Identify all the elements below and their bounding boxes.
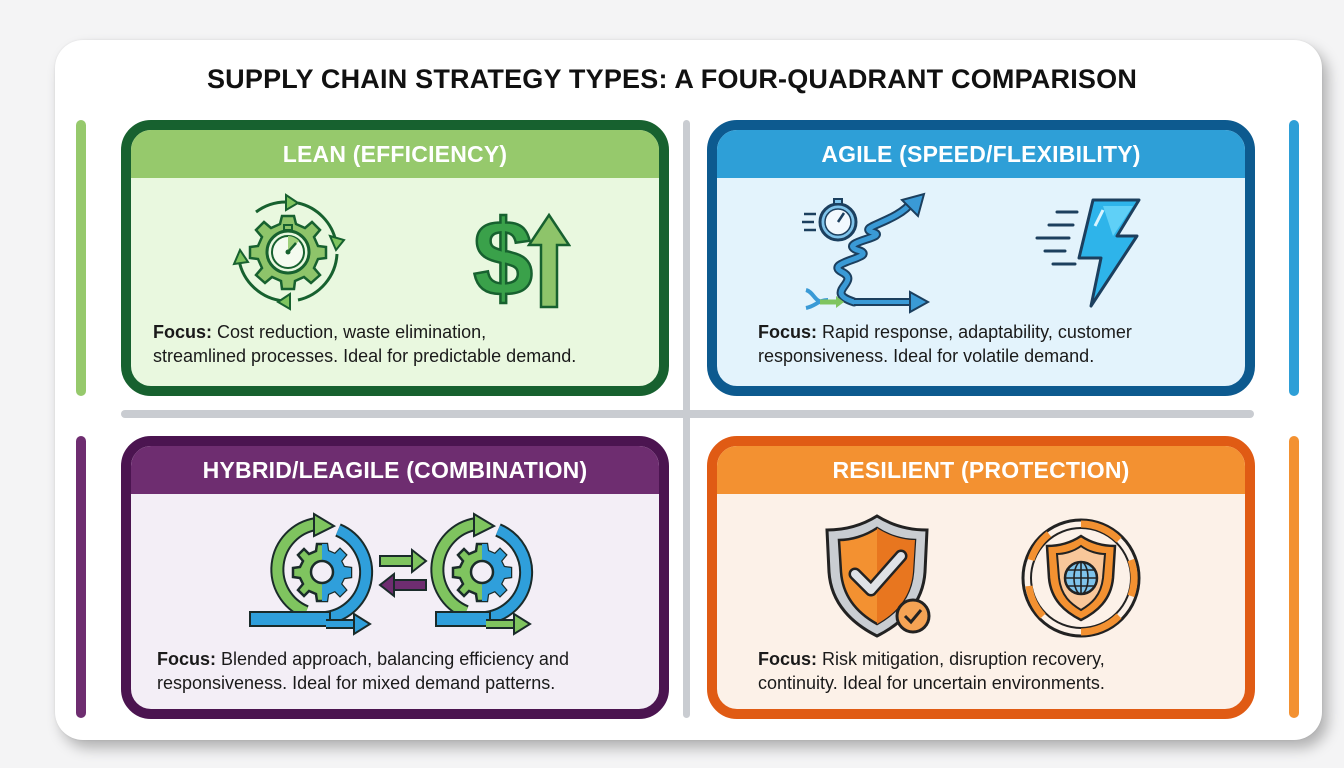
vertical-divider — [683, 120, 690, 718]
quadrant-header: LEAN (EFFICIENCY) — [131, 130, 659, 178]
quadrant-header: AGILE (SPEED/FLEXIBILITY) — [717, 130, 1245, 178]
horizontal-divider — [121, 410, 1254, 418]
lean-accent-bar — [76, 120, 86, 396]
focus-description: Focus: Cost reduction, waste elimination… — [153, 322, 577, 366]
focus-label: Focus: — [153, 322, 213, 342]
quadrant-hybrid: HYBRID/LEAGILE (COMBINATION) — [121, 436, 669, 719]
hybrid-accent-bar — [76, 436, 86, 718]
quadrant-title: RESILIENT (PROTECTION) — [832, 456, 1130, 483]
gear-stopwatch-cycle-icon — [232, 193, 346, 311]
dollar-up-arrow-icon: $ — [472, 196, 571, 315]
hybrid-cycle-icons — [249, 512, 534, 636]
quadrant-lean: LEAN (EFFICIENCY) $ Focus: Cost reductio… — [121, 120, 669, 396]
svg-text:$: $ — [473, 197, 533, 315]
quadrant-agile: AGILE (SPEED/FLEXIBILITY) Focus — [707, 120, 1255, 396]
resilient-accent-bar — [1289, 436, 1299, 718]
stopwatch-spiral-arrow-icon — [802, 192, 931, 314]
quadrant-title: LEAN (EFFICIENCY) — [282, 140, 508, 167]
focus-label: Focus: — [758, 322, 818, 342]
quadrant-header: HYBRID/LEAGILE (COMBINATION) — [131, 446, 659, 494]
focus-label: Focus: — [758, 649, 818, 669]
focus-description: Focus: Rapid response, adaptability, cus… — [758, 322, 1132, 366]
quadrant-title: AGILE (SPEED/FLEXIBILITY) — [821, 140, 1141, 167]
focus-description: Focus: Blended approach, balancing effic… — [157, 649, 569, 693]
focus-label: Focus: — [157, 649, 217, 669]
agile-accent-bar — [1289, 120, 1299, 396]
shield-globe-ring-icon — [1021, 518, 1141, 638]
quadrant-header: RESILIENT (PROTECTION) — [717, 446, 1245, 494]
page-title: SUPPLY CHAIN STRATEGY TYPES: A FOUR-QUAD… — [206, 64, 1138, 94]
shield-check-icon — [825, 514, 931, 638]
quadrant-title: HYBRID/LEAGILE (COMBINATION) — [202, 456, 588, 483]
focus-description: Focus: Risk mitigation, disruption recov… — [758, 649, 1105, 693]
quadrant-resilient: RESILIENT (PROTECTION) Focus — [707, 436, 1255, 719]
lightning-bolt-icon — [1035, 198, 1141, 308]
